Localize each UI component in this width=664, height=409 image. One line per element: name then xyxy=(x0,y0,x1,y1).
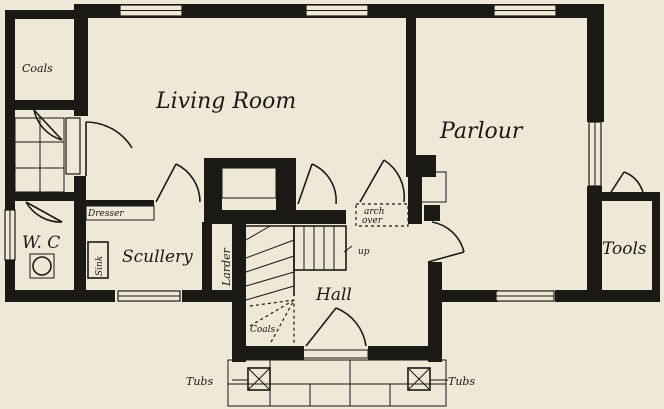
label-coals-top: Coals xyxy=(22,62,53,75)
label-up: up xyxy=(358,247,370,257)
label-scullery: Scullery xyxy=(122,247,193,267)
label-tubs-right: Tubs xyxy=(448,375,475,388)
doors xyxy=(25,109,645,347)
label-living-room: Living Room xyxy=(155,89,296,114)
label-arch-line2: over xyxy=(362,216,383,226)
label-dresser: Dresser xyxy=(87,209,124,219)
label-sink: Sink xyxy=(95,256,105,276)
label-tubs-left: Tubs xyxy=(186,375,213,388)
walls xyxy=(5,4,660,362)
label-hall: Hall xyxy=(315,285,352,305)
label-parlour: Parlour xyxy=(439,119,524,144)
label-arch-line1: arch xyxy=(364,207,385,217)
room-labels: Coals Living Room Parlour Dresser W. C S… xyxy=(22,62,647,388)
label-larder: Larder xyxy=(220,247,233,287)
label-coals-bottom: Coals xyxy=(250,325,276,335)
label-tools: Tools xyxy=(602,239,647,259)
label-wc: W. C xyxy=(22,233,60,253)
staircase xyxy=(245,225,353,301)
windows xyxy=(4,4,602,302)
fixtures xyxy=(14,117,448,407)
